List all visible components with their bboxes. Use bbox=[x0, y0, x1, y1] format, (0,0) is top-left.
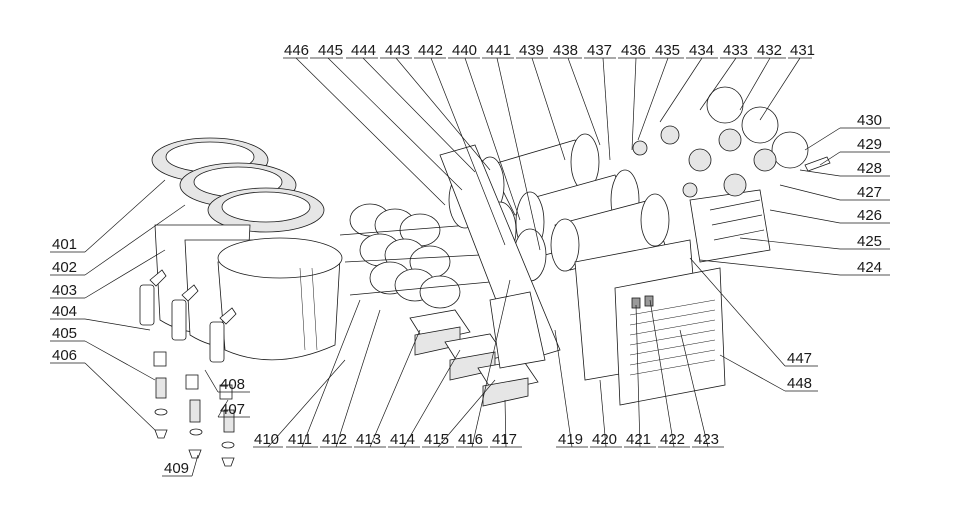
label-435: 435 bbox=[655, 42, 680, 59]
label-443: 443 bbox=[385, 42, 410, 59]
label-409: 409 bbox=[164, 460, 189, 477]
label-448: 448 bbox=[787, 375, 812, 392]
label-423: 423 bbox=[694, 431, 719, 448]
vent-grille bbox=[629, 299, 716, 376]
label-428: 428 bbox=[857, 160, 882, 177]
label-413: 413 bbox=[356, 431, 381, 448]
labels-lower-mid: 408 407 409 bbox=[164, 376, 245, 477]
label-436: 436 bbox=[621, 42, 646, 59]
labels-right: 430 429 428 427 426 425 424 bbox=[857, 112, 882, 276]
label-430: 430 bbox=[857, 112, 882, 129]
label-429: 429 bbox=[857, 136, 882, 153]
label-402: 402 bbox=[52, 259, 77, 276]
label-404: 404 bbox=[52, 303, 77, 320]
label-403: 403 bbox=[52, 282, 77, 299]
label-407: 407 bbox=[220, 401, 245, 418]
label-415: 415 bbox=[424, 431, 449, 448]
label-412: 412 bbox=[322, 431, 347, 448]
label-437: 437 bbox=[587, 42, 612, 59]
label-432: 432 bbox=[757, 42, 782, 59]
springs-and-plungers bbox=[153, 351, 235, 467]
label-433: 433 bbox=[723, 42, 748, 59]
label-447: 447 bbox=[787, 350, 812, 367]
label-406: 406 bbox=[52, 347, 77, 364]
dispensing-taps bbox=[139, 269, 237, 363]
labels-top: 446 445 444 443 442 440 441 439 438 437 … bbox=[284, 42, 815, 59]
label-445: 445 bbox=[318, 42, 343, 59]
label-422: 422 bbox=[660, 431, 685, 448]
labels-left: 401 402 403 404 405 406 bbox=[52, 236, 77, 364]
label-408: 408 bbox=[220, 376, 245, 393]
label-421: 421 bbox=[626, 431, 651, 448]
label-411: 411 bbox=[288, 431, 312, 448]
label-426: 426 bbox=[857, 207, 882, 224]
label-405: 405 bbox=[52, 325, 77, 342]
labels-lower-right: 447 448 bbox=[787, 350, 812, 392]
label-427: 427 bbox=[857, 184, 882, 201]
leader-lines bbox=[50, 57, 890, 477]
label-420: 420 bbox=[592, 431, 617, 448]
gearbox-assembly bbox=[632, 86, 831, 263]
augers bbox=[339, 203, 491, 309]
label-441: 441 bbox=[486, 42, 511, 59]
drip-trays bbox=[409, 309, 539, 407]
label-440: 440 bbox=[452, 42, 477, 59]
label-419: 419 bbox=[558, 431, 583, 448]
label-431: 431 bbox=[790, 42, 815, 59]
machine-base bbox=[489, 239, 726, 406]
label-438: 438 bbox=[553, 42, 578, 59]
labels-bottom: 410 411 412 413 414 415 416 417 419 420 … bbox=[254, 431, 719, 448]
label-424: 424 bbox=[857, 259, 882, 276]
label-442: 442 bbox=[418, 42, 443, 59]
label-416: 416 bbox=[458, 431, 483, 448]
label-444: 444 bbox=[351, 42, 376, 59]
label-401: 401 bbox=[52, 236, 77, 253]
label-439: 439 bbox=[519, 42, 544, 59]
label-434: 434 bbox=[689, 42, 714, 59]
label-410: 410 bbox=[254, 431, 279, 448]
label-414: 414 bbox=[390, 431, 415, 448]
bowl-lids bbox=[151, 137, 325, 233]
label-446: 446 bbox=[284, 42, 309, 59]
label-425: 425 bbox=[857, 233, 882, 250]
label-417: 417 bbox=[492, 431, 517, 448]
